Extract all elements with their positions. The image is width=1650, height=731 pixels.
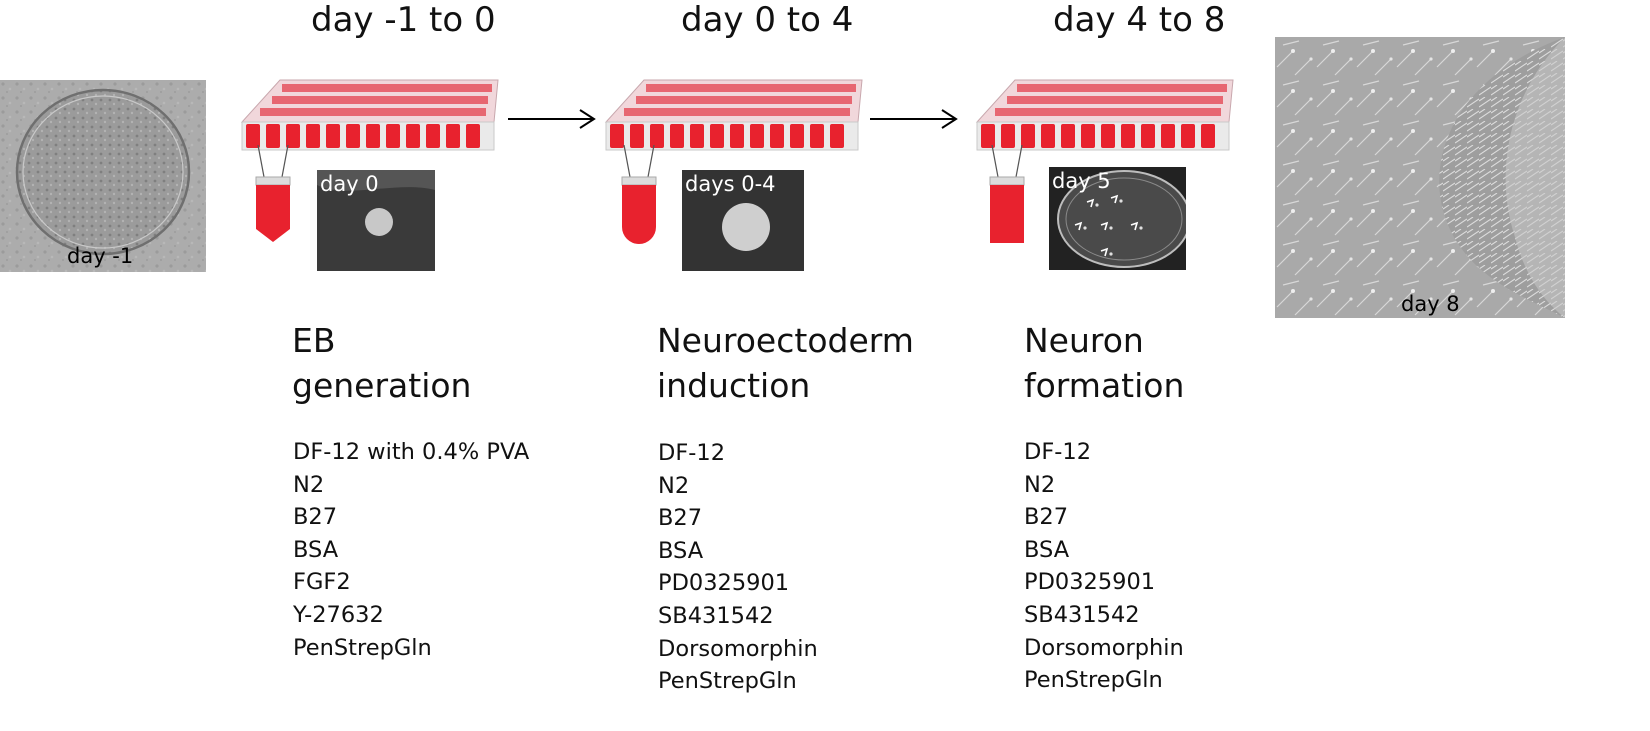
media-item: PenStrepGln <box>1024 667 1163 694</box>
media-item: Dorsomorphin <box>1024 634 1184 661</box>
stage-3-well-plate <box>975 79 1234 151</box>
stage-2-title: Neuroectoderm induction <box>657 321 914 405</box>
media-item: PenStrepGln <box>658 668 797 695</box>
day-minus-1-label: day -1 <box>67 244 134 268</box>
stage-1-conical-tube <box>255 145 291 242</box>
stage-1-title: EB generation <box>292 321 472 405</box>
media-item: Y-27632 <box>293 601 384 628</box>
media-item: SB431542 <box>658 602 774 629</box>
stage-1-eb-inset: day 0 <box>317 170 435 271</box>
stage-2-eb-inset: days 0-4 <box>682 170 804 271</box>
media-item: B27 <box>1024 504 1069 531</box>
media-item: N2 <box>1024 471 1056 498</box>
neuron-image <box>1275 37 1565 318</box>
media-item: N2 <box>293 471 325 498</box>
stage-3-neurosphere-inset: day 5 <box>1049 167 1186 270</box>
stage-3-title: Neuron formation <box>1024 321 1185 405</box>
stage-2-well-plate <box>604 79 863 151</box>
media-item: DF-12 with 0.4% PVA <box>293 439 530 465</box>
stage-2-day-range: day 0 to 4 <box>681 0 854 40</box>
stage-1-media-list: DF-12 with 0.4% PVA N2 B27 BSA FGF2 Y-27… <box>293 436 529 664</box>
colony-image <box>0 80 206 272</box>
stage-3-media-list: DF-12 N2 B27 BSA PD0325901 SB431542 Dors… <box>1024 436 1184 697</box>
media-item: DF-12 <box>1024 439 1092 465</box>
stage-2-round-tube <box>621 145 657 244</box>
day-minus-1-micrograph: day -1 <box>0 80 206 272</box>
arrow-stage-2-to-3 <box>870 109 958 129</box>
stage-3-inset-label: day 5 <box>1052 169 1111 193</box>
stage-3-flat-tube <box>989 145 1025 243</box>
media-item: PD0325901 <box>658 570 790 597</box>
media-item: BSA <box>1024 536 1070 563</box>
media-item: Dorsomorphin <box>658 635 818 662</box>
stage-1-day-range: day -1 to 0 <box>311 0 496 40</box>
media-item: SB431542 <box>1024 601 1140 628</box>
stage-3-day-range: day 4 to 8 <box>1053 0 1226 40</box>
media-item: B27 <box>293 504 338 531</box>
stage-2-media-list: DF-12 N2 B27 BSA PD0325901 SB431542 Dors… <box>658 437 818 698</box>
media-item: DF-12 <box>658 440 726 466</box>
media-item: PenStrepGln <box>293 634 432 661</box>
stage-2-inset-label: days 0-4 <box>685 172 776 196</box>
media-item: N2 <box>658 472 690 499</box>
media-item: PD0325901 <box>1024 569 1156 596</box>
stage-1-inset-label: day 0 <box>320 172 379 196</box>
media-item: BSA <box>293 536 339 563</box>
media-item: B27 <box>658 505 703 532</box>
media-item: BSA <box>658 537 704 564</box>
day-8-label: day 8 <box>1401 292 1460 316</box>
arrow-stage-1-to-2 <box>508 109 596 129</box>
media-item: FGF2 <box>293 569 351 596</box>
day-8-micrograph: day 8 <box>1275 37 1565 318</box>
stage-1-well-plate <box>240 79 499 151</box>
